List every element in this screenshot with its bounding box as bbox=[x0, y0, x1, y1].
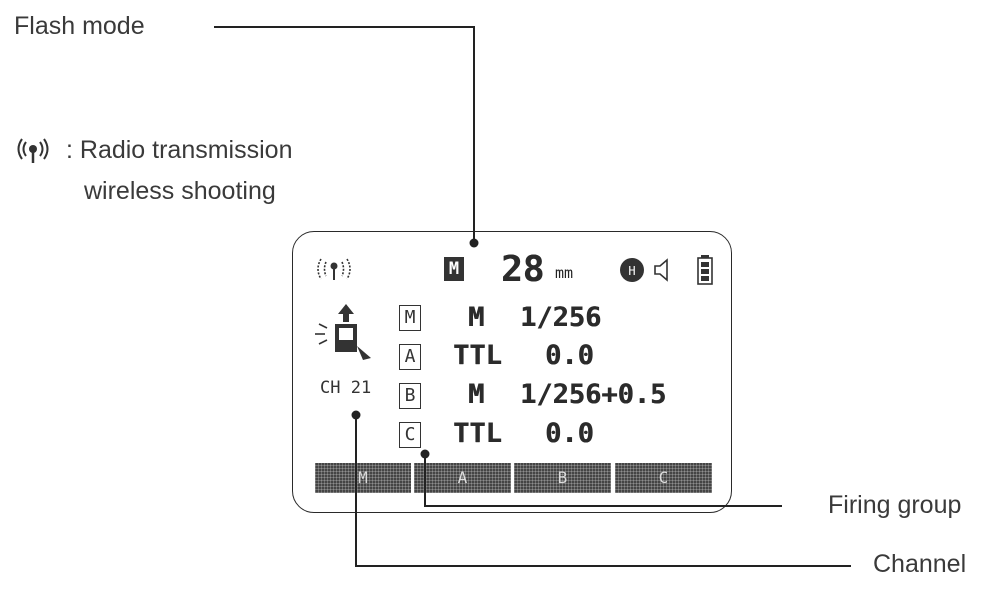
channel-value: CH 21 bbox=[320, 378, 372, 398]
firing-group-label: Firing group bbox=[828, 491, 962, 519]
tab-b[interactable]: B bbox=[514, 463, 611, 493]
group-a-mode: TTL bbox=[453, 340, 502, 371]
svg-text:H: H bbox=[628, 264, 635, 278]
channel-label: Channel bbox=[873, 550, 967, 578]
flash-head-icon: H bbox=[620, 258, 644, 282]
channel-leader bbox=[355, 415, 851, 567]
lcd-panel: M 28 mm H CH 21 M M 1/256 A TTL 0.0 B M … bbox=[292, 231, 732, 513]
group-m-mode: M bbox=[468, 302, 485, 333]
group-c-mode: TTL bbox=[453, 418, 502, 449]
flash-mode-label: Flash mode bbox=[14, 12, 145, 40]
group-box-b: B bbox=[399, 383, 421, 409]
group-b-mode: M bbox=[468, 379, 485, 410]
group-box-c: C bbox=[399, 422, 421, 448]
flash-mode-badge: M bbox=[444, 257, 464, 281]
lcd-radio-icon bbox=[317, 258, 351, 280]
group-b-value: 1/256+0.5 bbox=[520, 379, 667, 410]
tab-m[interactable]: M bbox=[315, 463, 411, 493]
zoom-value: 28 bbox=[501, 249, 545, 290]
zoom-unit: mm bbox=[555, 264, 574, 282]
flash-mode-dot bbox=[469, 238, 479, 248]
speaker-icon bbox=[654, 258, 668, 282]
radio-description-line1: : Radio transmission bbox=[66, 136, 293, 164]
channel-dot bbox=[351, 410, 361, 420]
radio-transmission-icon bbox=[17, 138, 49, 163]
tab-c[interactable]: C bbox=[615, 463, 712, 493]
firing-group-leader bbox=[424, 454, 782, 507]
group-box-m: M bbox=[399, 305, 421, 331]
radio-symbol bbox=[14, 138, 52, 171]
firing-group-dot bbox=[420, 449, 430, 459]
tab-a[interactable]: A bbox=[414, 463, 511, 493]
flash-mode-leader bbox=[214, 26, 475, 243]
group-c-value: 0.0 bbox=[545, 418, 594, 449]
group-a-value: 0.0 bbox=[545, 340, 594, 371]
battery-icon bbox=[697, 255, 713, 285]
radio-description-line2: wireless shooting bbox=[84, 177, 276, 205]
group-box-a: A bbox=[399, 344, 421, 370]
group-m-value: 1/256 bbox=[520, 302, 602, 333]
wireless-master-icon bbox=[315, 304, 371, 360]
